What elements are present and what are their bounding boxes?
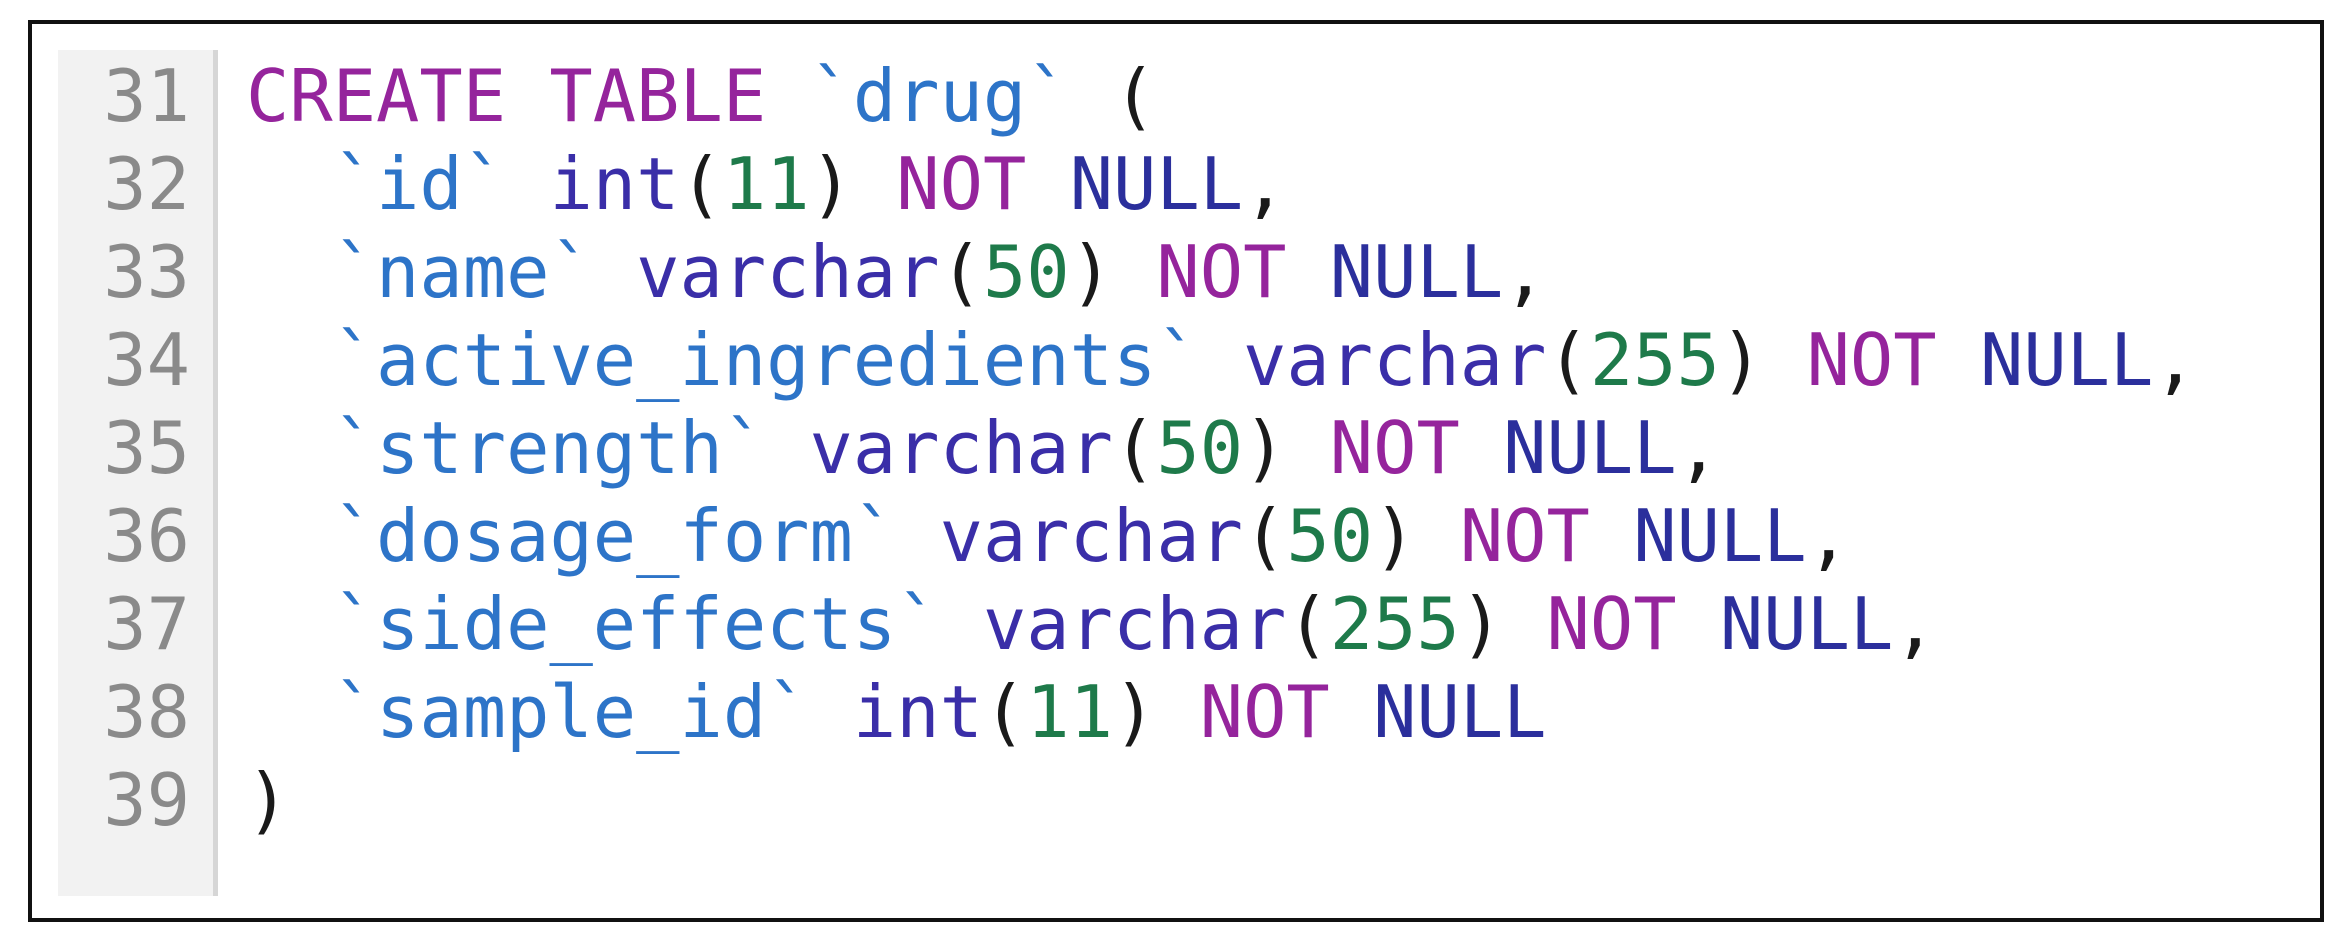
null-keyword: NULL: [1719, 582, 1894, 666]
code-line[interactable]: ): [246, 756, 289, 844]
type-size: 11: [1026, 670, 1113, 754]
line-number: 37: [103, 582, 190, 666]
column-name: `sample_id`: [332, 670, 810, 754]
type-size: 11: [722, 142, 810, 226]
line-number: 33: [103, 230, 190, 314]
column-name: `id`: [332, 142, 507, 226]
code-line[interactable]: `strength` varchar(50) NOT NULL,: [332, 406, 1720, 490]
type-size: 50: [1156, 406, 1244, 490]
column-type: varchar: [1243, 318, 1547, 402]
null-keyword: NULL: [1069, 142, 1244, 226]
not-keyword: NOT: [1199, 670, 1330, 754]
close-paren: ): [246, 758, 290, 842]
line-number: 34: [103, 318, 190, 402]
type-size: 50: [982, 230, 1070, 314]
not-keyword: NOT: [1806, 318, 1937, 402]
column-type: int: [549, 142, 680, 226]
column-name: `active_ingredients`: [332, 318, 1200, 402]
type-size: 255: [1329, 582, 1460, 666]
line-number: 38: [103, 670, 190, 754]
line-number: 31: [103, 54, 190, 138]
column-type: varchar: [809, 406, 1113, 490]
type-size: 255: [1589, 318, 1720, 402]
column-name: `strength`: [332, 406, 767, 490]
line-number: 36: [103, 494, 190, 578]
column-type: int: [852, 670, 983, 754]
code-line[interactable]: `active_ingredients` varchar(255) NOT NU…: [332, 318, 2197, 402]
not-keyword: NOT: [1546, 582, 1677, 666]
not-keyword: NOT: [1329, 406, 1460, 490]
column-type: varchar: [982, 582, 1287, 666]
null-keyword: NULL: [1373, 670, 1547, 754]
code-line[interactable]: `dosage_form` varchar(50) NOT NULL,: [332, 494, 1850, 578]
null-keyword: NULL: [1503, 406, 1677, 490]
code-line[interactable]: `sample_id` int(11) NOT NULL: [332, 670, 1547, 754]
line-number: 35: [103, 406, 190, 490]
code-line[interactable]: `name` varchar(50) NOT NULL,: [332, 230, 1547, 314]
null-keyword: NULL: [1633, 494, 1807, 578]
column-name: `side_effects`: [332, 582, 940, 666]
code-editor[interactable]: — 31 CREATE TABLE `drug` ( 32 `id` int(1…: [58, 50, 2308, 896]
code-line[interactable]: `side_effects` varchar(255) NOT NULL,: [332, 582, 1937, 666]
null-keyword: NULL: [1329, 230, 1504, 314]
type-size: 50: [1286, 494, 1374, 578]
null-keyword: NULL: [1979, 318, 2154, 402]
not-keyword: NOT: [896, 142, 1027, 226]
line-number: 39: [103, 758, 190, 842]
open-paren: (: [1069, 54, 1157, 138]
line-number: 32: [103, 142, 190, 226]
column-type: varchar: [636, 230, 940, 314]
line-number-gutter: —: [58, 50, 218, 896]
table-name: `drug`: [809, 54, 1070, 138]
sql-keyword: CREATE TABLE: [246, 54, 767, 138]
column-name: `name`: [332, 230, 593, 314]
not-keyword: NOT: [1459, 494, 1590, 578]
partial-line-number: —: [154, 50, 197, 74]
code-line[interactable]: `id` int(11) NOT NULL,: [332, 142, 1287, 226]
not-keyword: NOT: [1156, 230, 1287, 314]
column-name: `dosage_form`: [332, 494, 897, 578]
column-type: varchar: [939, 494, 1244, 578]
code-line[interactable]: CREATE TABLE `drug` (: [246, 52, 1156, 140]
